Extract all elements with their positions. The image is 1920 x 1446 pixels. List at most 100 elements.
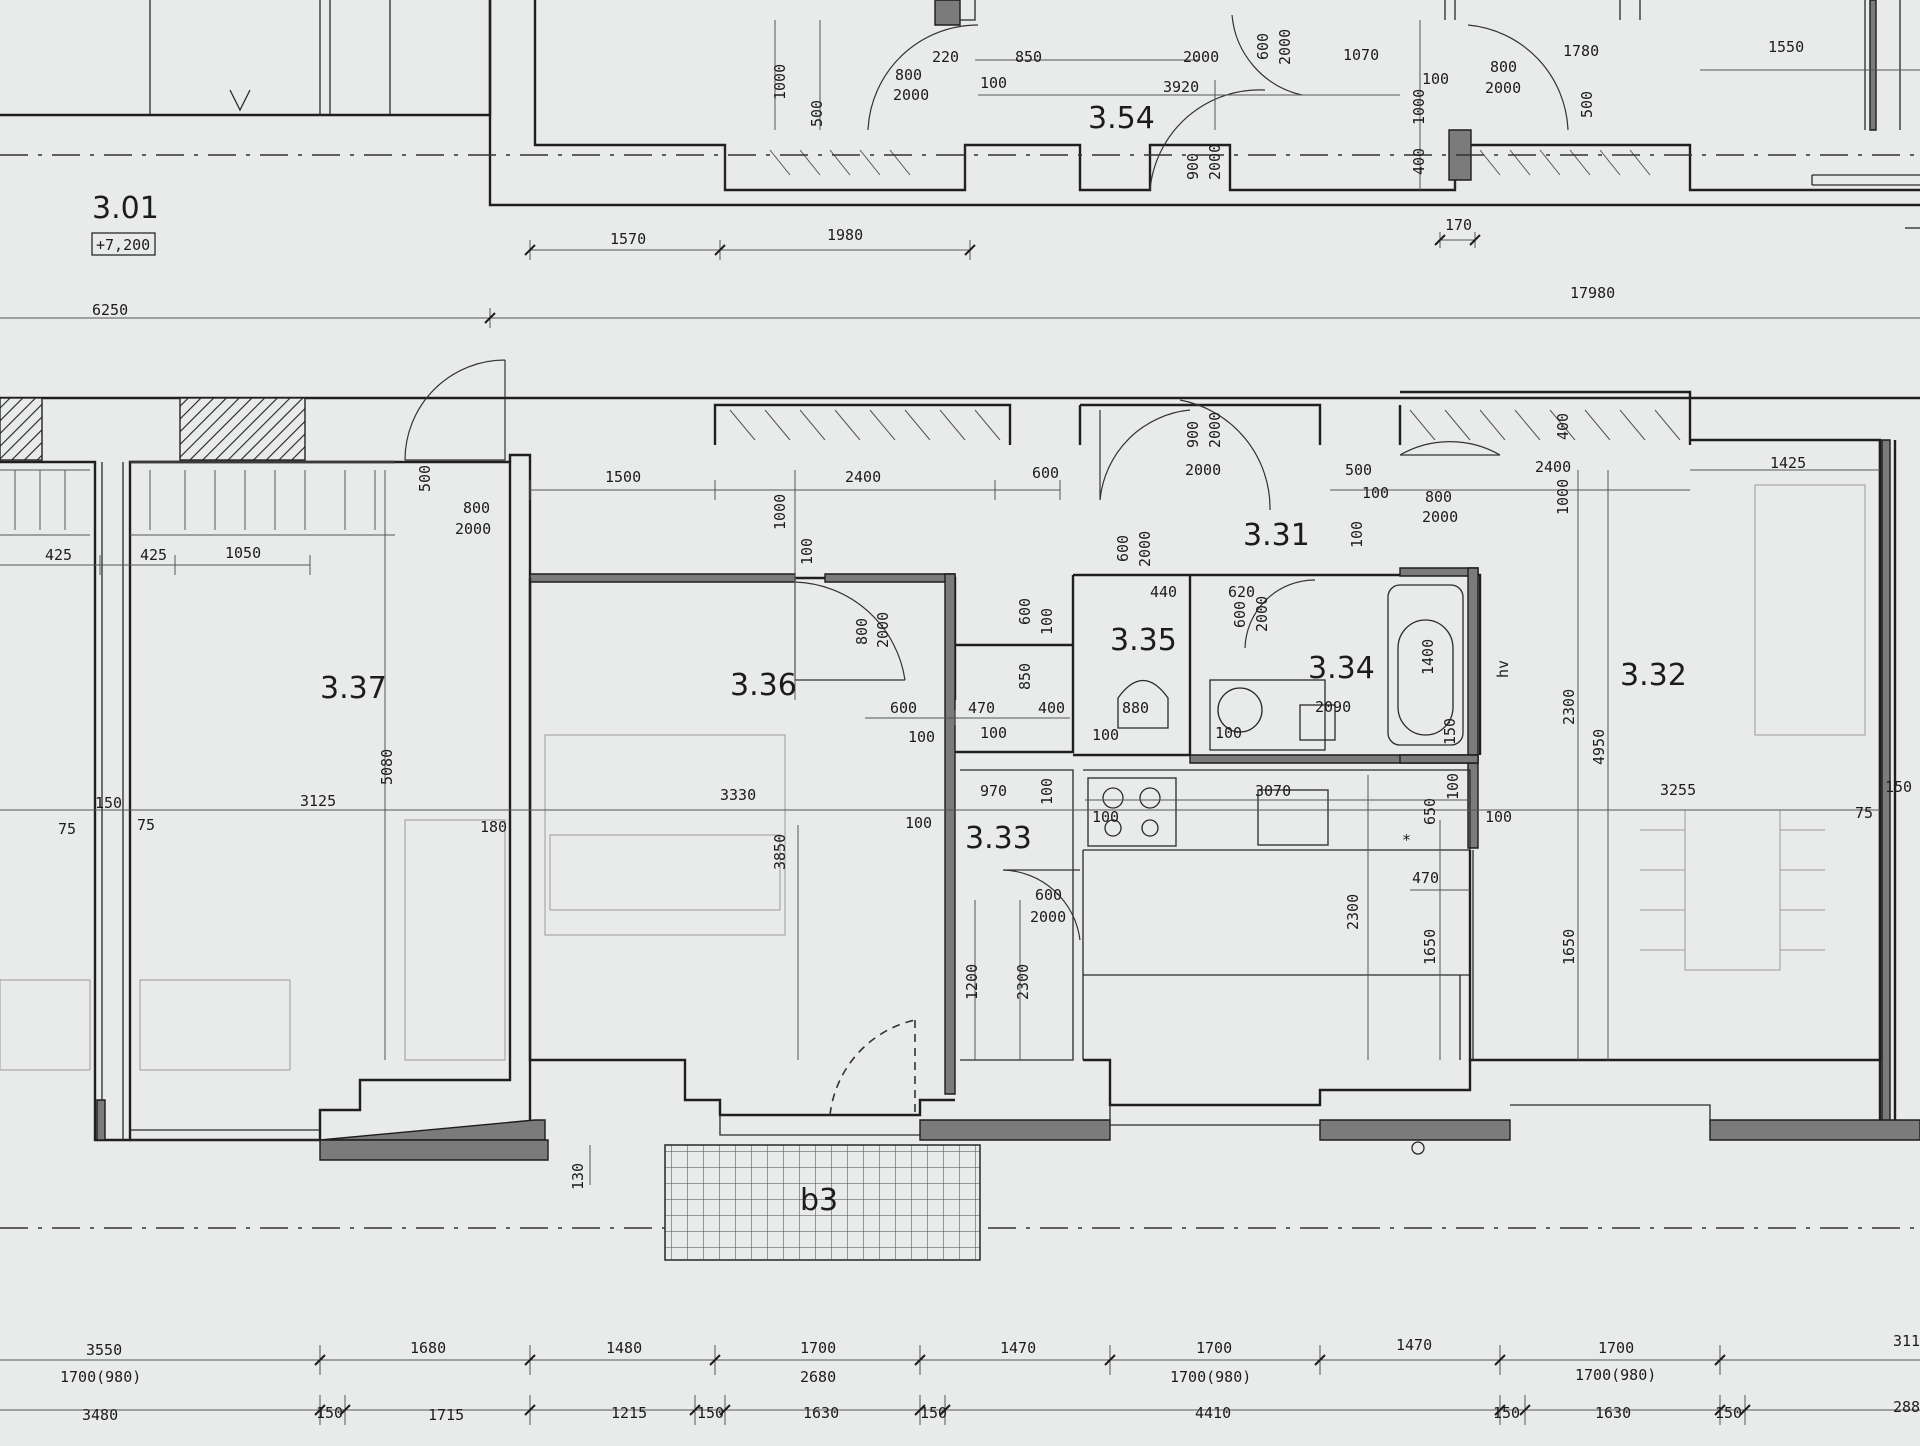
dim: 2000 <box>1485 79 1521 97</box>
dim: 620 <box>1228 583 1255 601</box>
dim: hv <box>1494 660 1512 678</box>
dim: 2090 <box>1315 698 1351 716</box>
dim: 800 <box>1490 58 1517 76</box>
dim: 500 <box>1345 461 1372 479</box>
dim: 3070 <box>1255 782 1291 800</box>
dim: 100 <box>798 538 816 565</box>
dim: 1070 <box>1343 46 1379 64</box>
dim: 880 <box>1122 699 1149 717</box>
dim: 1780 <box>1563 42 1599 60</box>
room-3-31: 3.31 <box>1243 518 1310 553</box>
dim: 1000 <box>1554 479 1572 515</box>
dim: 1700(980) <box>1575 1366 1656 1384</box>
storage-lines <box>0 409 1681 536</box>
room-labels: 3.01 +7,200 3.54 3.37 3.36 3.35 3.34 3.3… <box>91 101 1687 1218</box>
dim: 500 <box>1578 91 1596 118</box>
dim: 850 <box>1016 663 1034 690</box>
dim: 1630 <box>1595 1404 1631 1422</box>
dim: 2000 <box>455 520 491 538</box>
dim: 100 <box>905 814 932 832</box>
bathtub <box>1387 584 1464 746</box>
upper-building <box>0 0 1920 229</box>
dim: 3480 <box>82 1406 118 1424</box>
dim: 1630 <box>803 1404 839 1422</box>
dim: 1700(980) <box>60 1368 141 1386</box>
dim: 4410 <box>1195 1404 1231 1422</box>
dim: 2400 <box>845 468 881 486</box>
cooktop <box>1087 777 1177 847</box>
dim: 75 <box>137 816 155 834</box>
level-mark: +7,200 <box>96 236 150 254</box>
dim: 2000 <box>1185 461 1221 479</box>
dim: 220 <box>932 48 959 66</box>
dim: 75 <box>58 820 76 838</box>
fixtures <box>1087 584 1464 847</box>
dim: 75 <box>1855 804 1873 822</box>
dim: 800 <box>463 499 490 517</box>
dim: 3550 <box>86 1341 122 1359</box>
dim: 1700 <box>800 1339 836 1357</box>
dim: 1050 <box>225 544 261 562</box>
room-3-33: 3.33 <box>965 821 1032 856</box>
dim: 100 <box>1038 778 1056 805</box>
middle-dimension-lines <box>0 469 1880 1060</box>
dim: 100 <box>1422 70 1449 88</box>
dim: 100 <box>1485 808 1512 826</box>
dim: 2000 <box>1183 48 1219 66</box>
furniture <box>0 484 1866 1071</box>
dim: 1700(980) <box>1170 1368 1251 1386</box>
dim: 100 <box>1215 724 1242 742</box>
dim: 3920 <box>1163 78 1199 96</box>
dim: 1650 <box>1560 929 1578 965</box>
dim: 850 <box>1015 48 1042 66</box>
dim: 170 <box>1445 216 1472 234</box>
dim: 288 <box>1893 1398 1920 1416</box>
dim: 100 <box>1362 484 1389 502</box>
dim: 600 <box>1254 33 1272 60</box>
dim: 470 <box>968 699 995 717</box>
balcony-b3: b3 <box>800 1183 838 1218</box>
dim: 3330 <box>720 786 756 804</box>
dim: 1480 <box>606 1339 642 1357</box>
dim: 3125 <box>300 792 336 810</box>
dim: 1650 <box>1421 929 1439 965</box>
dim: 1715 <box>428 1406 464 1424</box>
dim: 2000 <box>1206 144 1224 180</box>
dim: 150 <box>920 1404 947 1422</box>
dim: 1425 <box>1770 454 1806 472</box>
dim: 800 <box>1425 488 1452 506</box>
upper-dimensions: 1000 500 800 2000 220 850 2000 100 3920 … <box>92 29 1804 319</box>
dim: 100 <box>1092 808 1119 826</box>
dim: 150 <box>1715 1404 1742 1422</box>
dim: 900 <box>1184 421 1202 448</box>
dim: 400 <box>1038 699 1065 717</box>
dim: 150 <box>95 794 122 812</box>
dim: 4950 <box>1590 729 1608 765</box>
dim: 2000 <box>1253 596 1271 632</box>
room-3-37: 3.37 <box>320 671 387 706</box>
dim: 2000 <box>893 86 929 104</box>
dim: 1680 <box>410 1339 446 1357</box>
dim: 2000 <box>874 612 892 648</box>
dim: 900 <box>1184 153 1202 180</box>
dim: 440 <box>1150 583 1177 601</box>
hatched-blocks <box>0 397 981 1261</box>
dim: 1700 <box>1196 1339 1232 1357</box>
dim: 500 <box>808 100 826 127</box>
sink <box>1257 789 1329 846</box>
room-3-01: 3.01 <box>92 191 159 226</box>
room-3-32: 3.32 <box>1620 658 1687 693</box>
dim: 150 <box>316 1404 343 1422</box>
dim: 5080 <box>378 749 396 785</box>
dim: 1000 <box>1410 89 1428 125</box>
washbasin <box>1209 679 1326 751</box>
dim: 100 <box>908 728 935 746</box>
dim: 400 <box>1410 148 1428 175</box>
dim: 1470 <box>1000 1339 1036 1357</box>
dim: 800 <box>853 618 871 645</box>
dim: 2300 <box>1344 894 1362 930</box>
dim: 400 <box>1554 413 1572 440</box>
dim: 130 <box>569 1163 587 1190</box>
dim: 150 <box>1441 718 1459 745</box>
